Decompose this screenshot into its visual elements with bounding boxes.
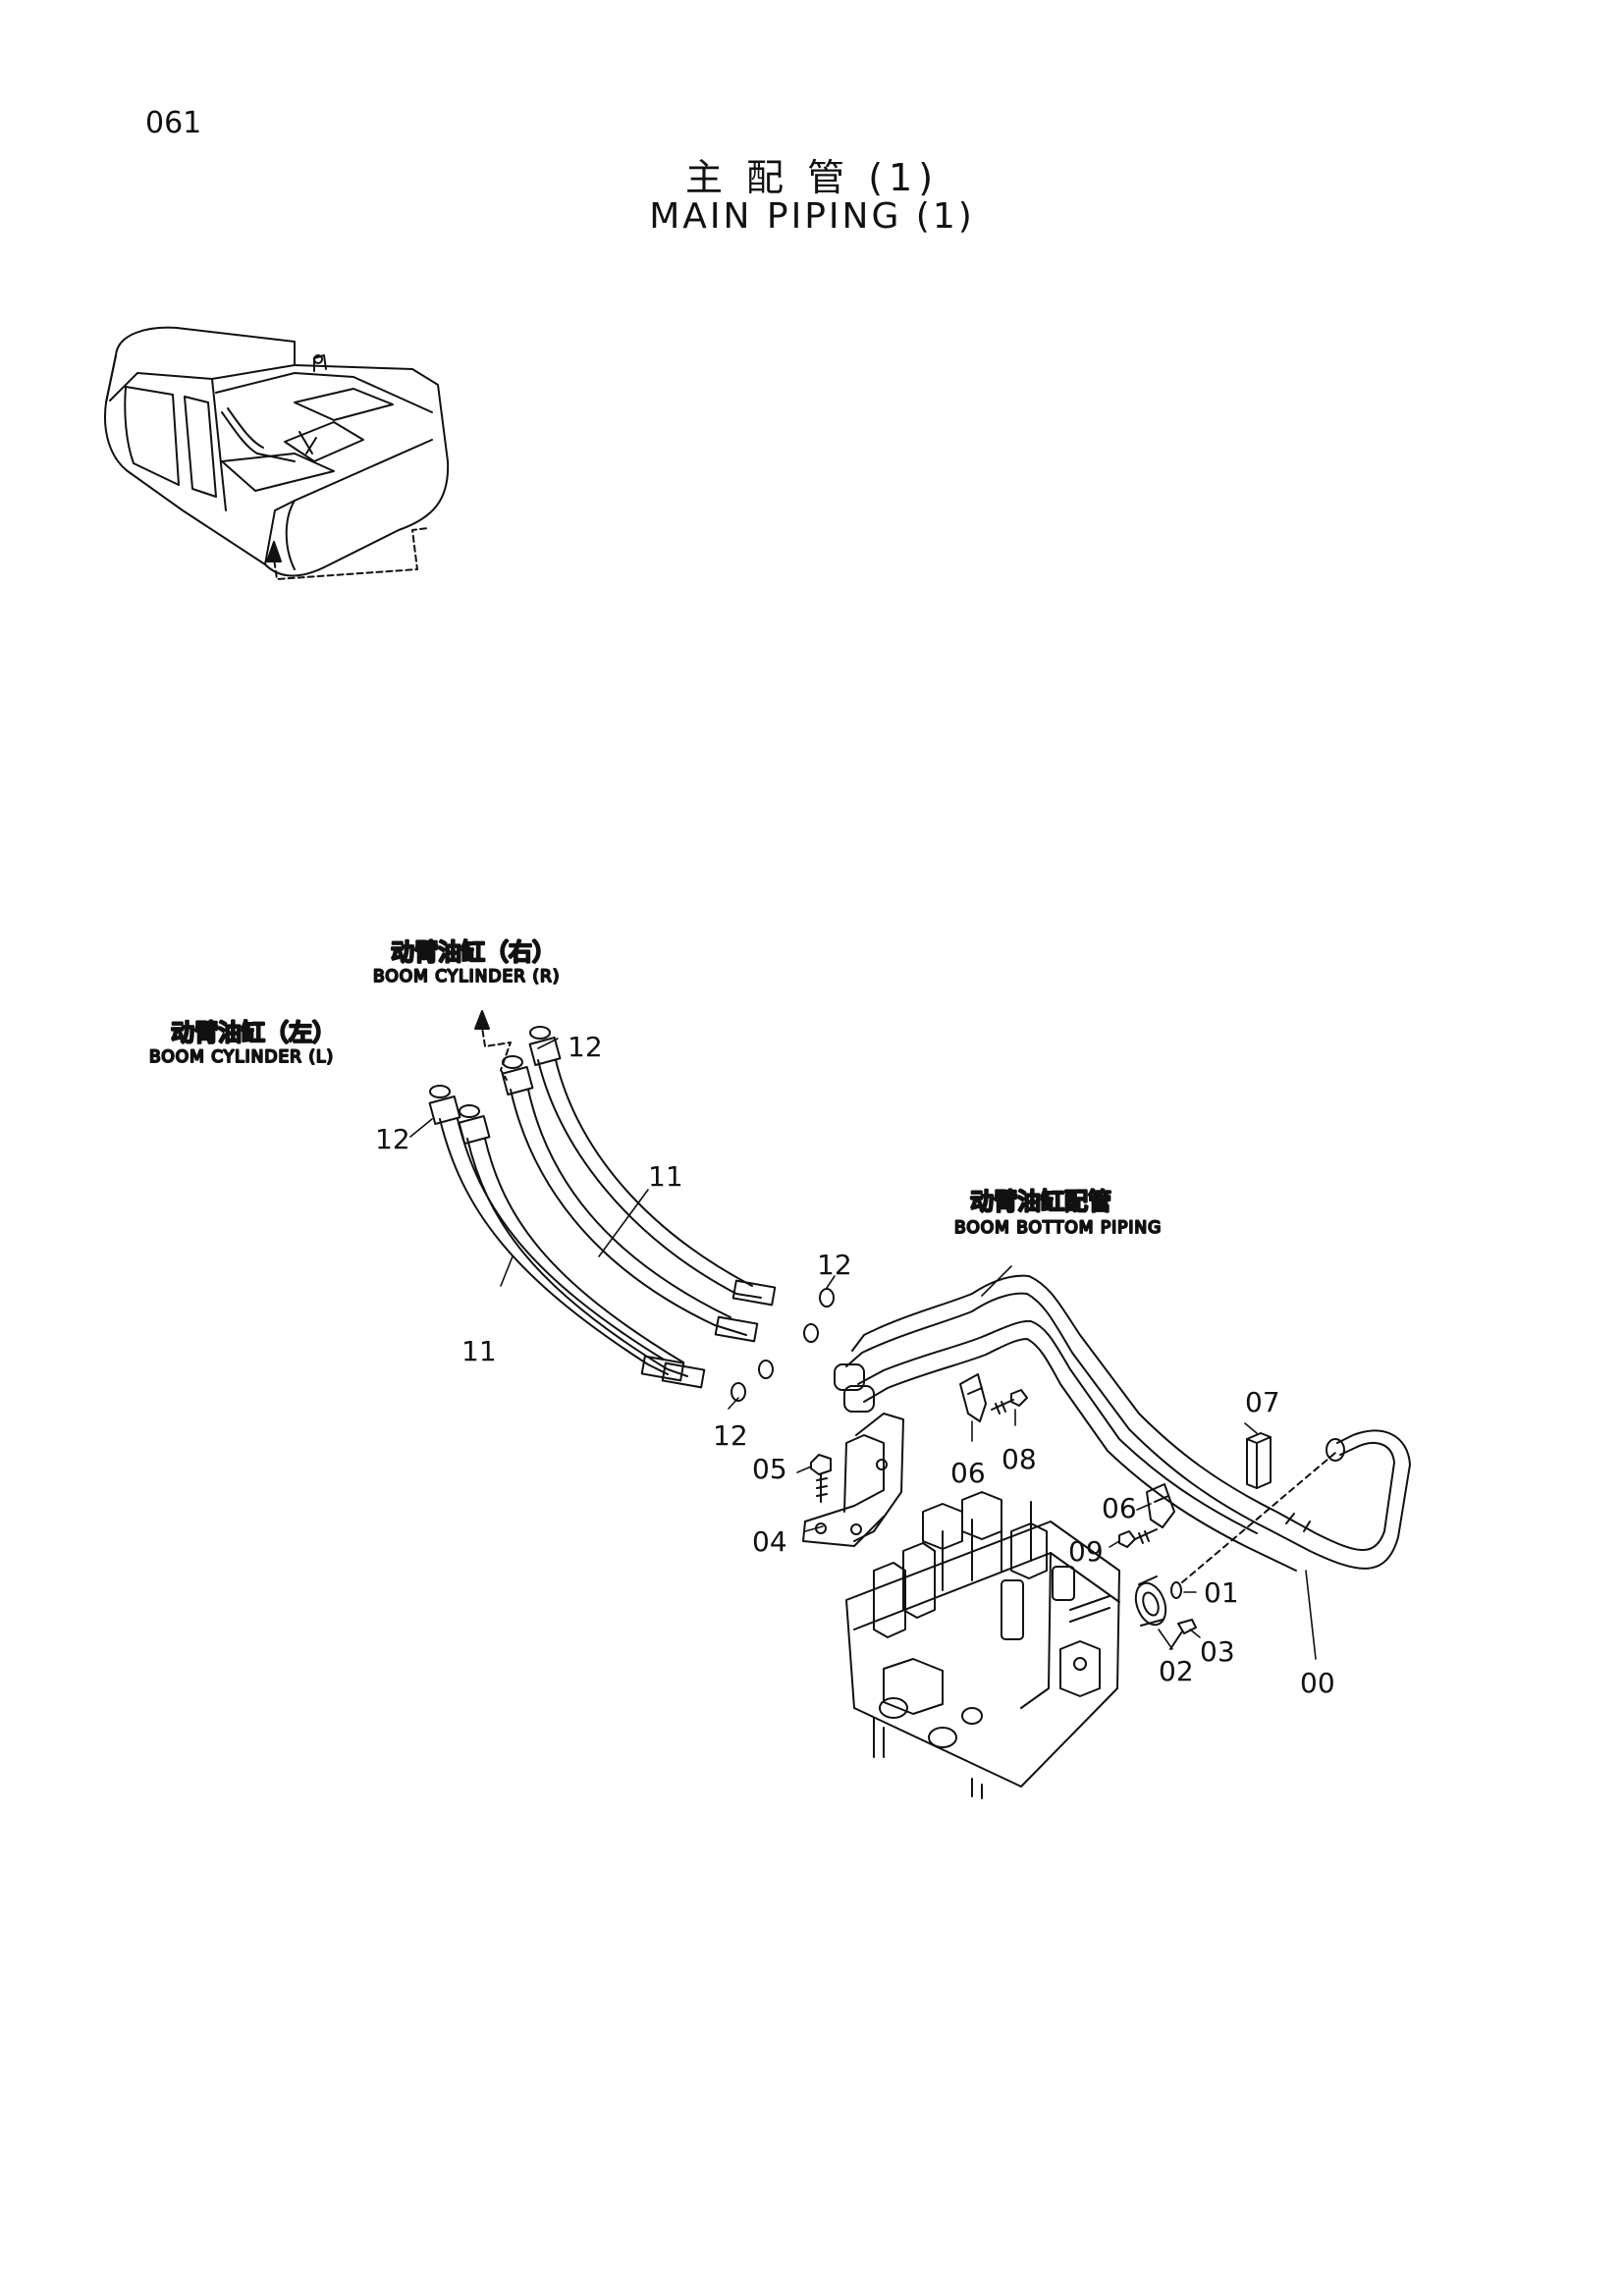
control-valve [845,1491,1120,1799]
page-number: 061 [145,106,202,140]
part-label-11-lower: 11 [461,1335,497,1367]
hoses-item-11 [428,1026,777,1389]
boom-bottom-piping-caption-en: BOOM BOTTOM PIPING [954,1218,1162,1238]
part-label-11-upper: 11 [648,1160,683,1193]
part-label-12-top-right: 12 [568,1031,603,1063]
boom-cylinder-r-caption-en: BOOM CYLINDER (R) [373,967,560,987]
part-label-03: 03 [1200,1635,1235,1668]
boom-cylinder-l-caption-cn: 动臂油缸（左） [171,1019,336,1046]
bolt-item-05 [810,1454,832,1503]
bracket-item-04 [802,1413,904,1547]
boom-cylinder-r-arrow [474,1010,512,1081]
clamp-item-06-upper [959,1373,987,1422]
part-label-07: 07 [1245,1386,1280,1418]
spacer-item-07 [1246,1432,1272,1489]
part-label-12-lower: 12 [713,1419,748,1452]
boom-bottom-piping-caption-cn: 动臂油缸配管 [970,1188,1111,1215]
boom-cylinder-r-caption-cn: 动臂油缸（右） [391,938,556,966]
boom-bottom-piping-item-00 [834,1274,1411,1572]
part-label-01: 01 [1204,1576,1239,1609]
page-title-english: MAIN PIPING (1) [649,196,975,237]
bolt-item-08 [991,1389,1028,1415]
excavator-location-thumbnail [104,326,450,577]
boom-cylinder-l-arrow [266,527,429,580]
leader-lines [409,1038,1317,1660]
part-label-05: 05 [752,1453,787,1485]
bolt-item-03 [1169,1619,1197,1650]
part-label-12-middle: 12 [817,1249,852,1281]
boom-cylinder-l-caption-en: BOOM CYLINDER (L) [149,1047,334,1067]
part-label-04: 04 [752,1525,787,1558]
o-rings-item-12 [731,1288,835,1402]
clamp-item-06-lower [1146,1483,1175,1528]
part-label-02: 02 [1159,1655,1194,1687]
part-label-06-lower: 06 [1102,1492,1137,1524]
part-label-00: 00 [1300,1667,1335,1699]
part-label-08: 08 [1001,1443,1037,1475]
flange-item-02 [1134,1575,1167,1627]
bolt-item-09 [1118,1528,1158,1548]
part-label-12-top-left: 12 [375,1123,410,1155]
part-label-09: 09 [1068,1535,1104,1568]
o-ring-item-01 [1170,1452,1336,1599]
part-label-06-upper: 06 [950,1457,986,1489]
page-title-chinese: 主 配 管 (1) [684,156,940,199]
